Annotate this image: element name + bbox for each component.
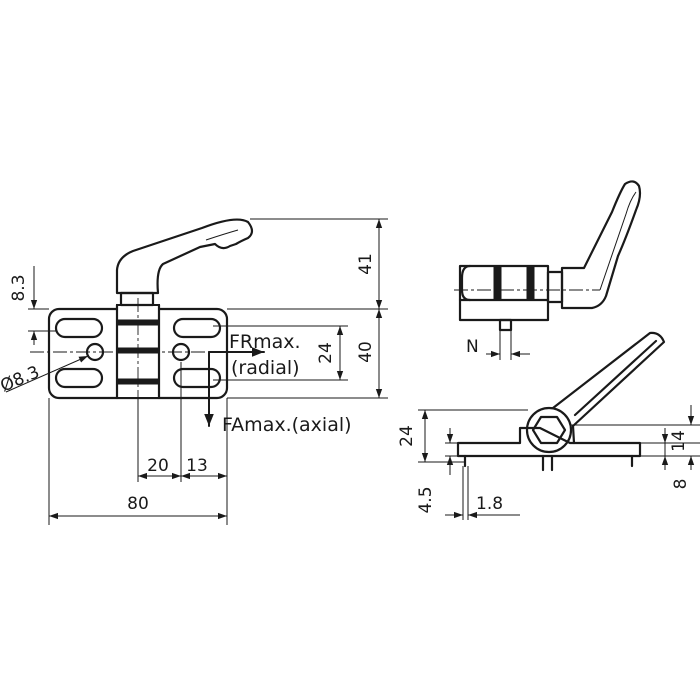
edge-plate: [456, 426, 642, 458]
dim-1-8: 1.8: [476, 494, 503, 514]
edge-view: 24 14 8 4.5 1.8: [397, 331, 700, 520]
radial-force-sublabel: (radial): [231, 357, 300, 379]
dim-13: 13: [186, 456, 208, 476]
side-view: N: [454, 180, 642, 360]
slot-top-right: [172, 317, 222, 339]
axial-force-label: FAmax.(axial): [222, 414, 352, 436]
radial-force-label: FRmax.: [229, 331, 301, 353]
front-view: 8.3 41 40 24 Ø8.3 20 13 80 FRmax. (radia…: [0, 218, 388, 525]
side-body: [458, 264, 550, 322]
dim-80: 80: [127, 494, 149, 514]
dim-8: 8: [671, 479, 691, 490]
dim-20: 20: [147, 456, 169, 476]
lever-handle: [115, 218, 254, 295]
edge-hex: [531, 415, 567, 445]
dim-14: 14: [669, 430, 689, 452]
clamp-lever: [115, 218, 254, 307]
edge-knuckle: [525, 406, 573, 454]
slot-bottom-right: [172, 367, 222, 389]
dim-8-3-top: 8.3: [9, 274, 29, 301]
lever-collar: [119, 291, 155, 307]
side-pin: [498, 318, 513, 332]
dim-diameter: Ø8.3: [0, 362, 43, 396]
side-lever: [560, 180, 642, 310]
edge-leaf: [551, 331, 666, 445]
side-ring: [493, 265, 502, 301]
dim-n: N: [466, 337, 479, 357]
dim-4-5: 4.5: [416, 486, 436, 513]
dim-24-side: 24: [397, 425, 417, 447]
dim-41: 41: [356, 253, 376, 275]
side-collar: [546, 270, 564, 304]
dim-24-front: 24: [316, 342, 336, 364]
dim-40: 40: [356, 341, 376, 363]
slot-bottom-left: [54, 367, 104, 389]
slot-top-left: [54, 317, 104, 339]
side-ring: [526, 265, 535, 301]
